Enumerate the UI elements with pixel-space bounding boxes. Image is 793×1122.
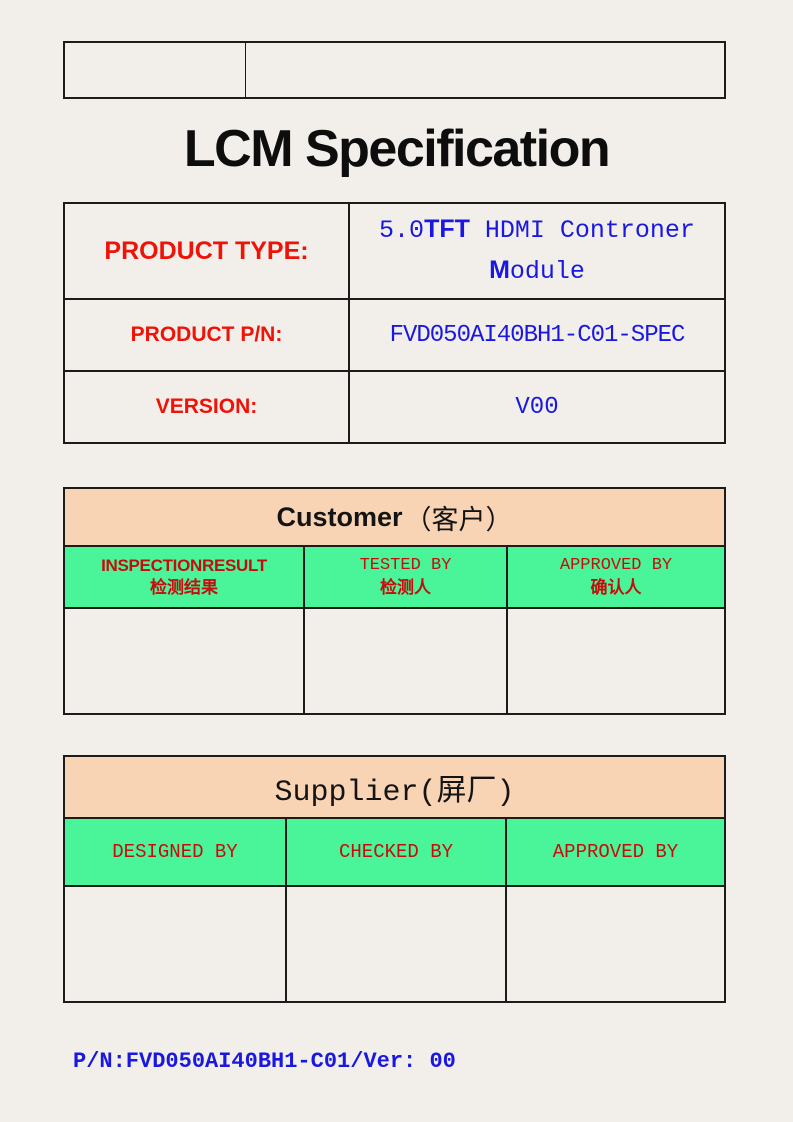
product-type-label: PRODUCT TYPE: [65, 204, 350, 298]
customer-approved-by-label-en: APPROVED BY [559, 555, 673, 575]
supplier-signature-row [65, 885, 724, 1001]
checked-by-header: CHECKED BY [285, 819, 505, 885]
version-value: V00 [350, 370, 724, 442]
supplier-signature-cell [285, 887, 505, 1001]
revision-table-cell-left [65, 43, 246, 97]
inspection-result-header: INSPECTIONRESULT 检测结果 [65, 547, 303, 607]
customer-approved-by-header: APPROVED BY 确认人 [506, 547, 724, 607]
supplier-signature-cell [505, 887, 724, 1001]
product-type-value: 5.0TFT HDMI Controner Module [350, 204, 724, 298]
product-type-value-line1: 5.0TFT HDMI Controner [379, 210, 695, 251]
product-type-seg: odule [509, 257, 585, 286]
product-type-seg: HDMI Controner [469, 216, 695, 246]
customer-title-en: Customer [276, 501, 403, 532]
tested-by-header: TESTED BY 检测人 [303, 547, 506, 607]
product-type-seg-bold: M [489, 256, 510, 284]
customer-table-header: Customer （客户） [65, 489, 724, 545]
tested-by-label-en: TESTED BY [359, 555, 452, 575]
product-type-value-line2: Module [489, 251, 585, 292]
customer-signature-cell [303, 609, 506, 713]
supplier-subheader-row: DESIGNED BY CHECKED BY APPROVED BY [65, 817, 724, 885]
customer-signature-cell [506, 609, 724, 713]
supplier-table: Supplier(屏厂) DESIGNED BY CHECKED BY APPR… [63, 755, 726, 1003]
inspection-result-label-cn: 检测结果 [150, 578, 218, 597]
customer-title-cn: （客户） [404, 504, 513, 535]
inspection-result-label-en: INSPECTIONRESULT [101, 555, 267, 575]
version-label: VERSION: [65, 370, 350, 442]
supplier-approved-by-header: APPROVED BY [505, 819, 724, 885]
product-type-seg: 5.0 [379, 216, 425, 246]
tested-by-label-cn: 检测人 [380, 578, 431, 597]
customer-subheader-row: INSPECTIONRESULT 检测结果 TESTED BY 检测人 APPR… [65, 545, 724, 607]
designed-by-header: DESIGNED BY [112, 840, 238, 863]
page-title: LCM Specification [183, 120, 611, 178]
customer-table: Customer （客户） INSPECTIONRESULT 检测结果 TEST… [63, 487, 726, 715]
supplier-signature-cell [65, 887, 285, 1001]
revision-table [63, 41, 726, 99]
product-type-seg-bold: TFT [424, 215, 470, 244]
revision-table-cell-right [246, 43, 724, 97]
customer-approved-by-label-cn: 确认人 [590, 578, 642, 597]
supplier-table-header: Supplier(屏厂) [65, 757, 724, 817]
page-footer: P/N:FVD050AI40BH1-C01/Ver: 00 [73, 1049, 456, 1074]
product-table: PRODUCT TYPE: 5.0TFT HDMI Controner Modu… [63, 202, 726, 444]
customer-signature-row [65, 607, 724, 713]
product-pn-value: FVD050AI40BH1-C01-SPEC [350, 298, 724, 370]
product-pn-label: PRODUCT P/N: [65, 298, 350, 370]
customer-signature-cell [65, 609, 303, 713]
